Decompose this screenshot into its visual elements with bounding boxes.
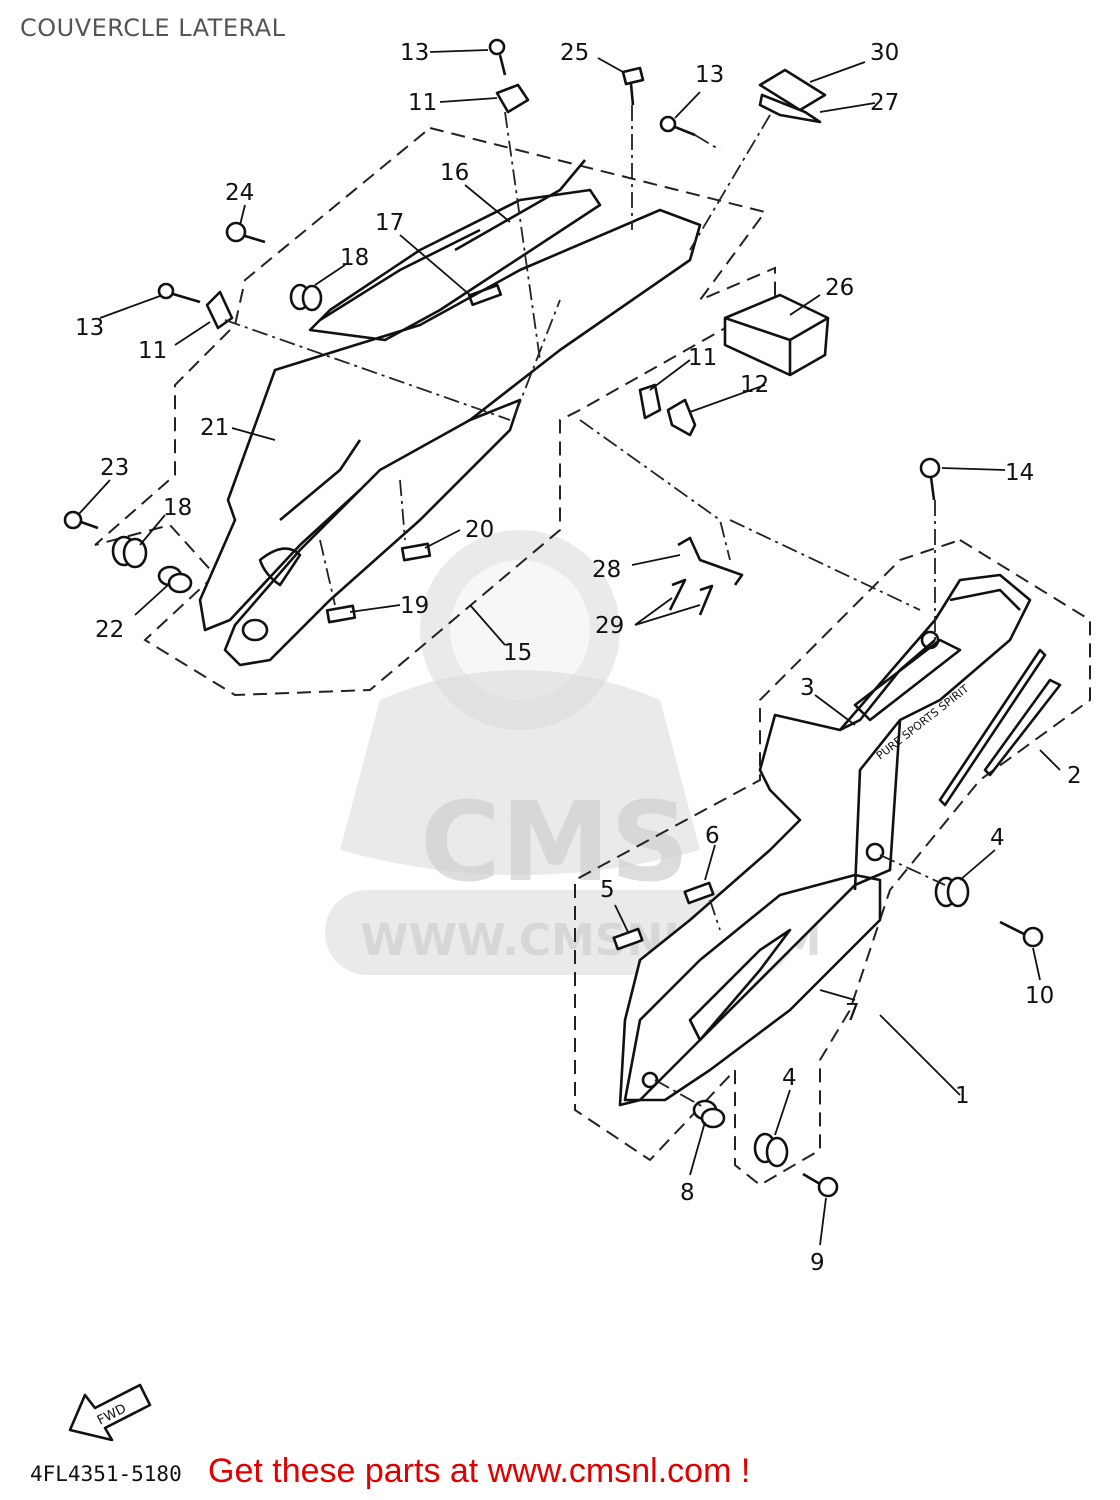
grommet-4a [934,876,970,908]
callout-19: 19 [400,593,429,619]
screw-13c [157,282,201,304]
callout-22: 22 [95,617,124,643]
callout-13b: 13 [695,62,724,88]
callout-27: 27 [870,90,899,116]
callout-23: 23 [100,455,129,481]
callout-1: 1 [955,1083,970,1109]
sponge-block [723,293,830,377]
bolt-9 [802,1172,839,1198]
callout-13c: 13 [75,315,104,341]
callout-8: 8 [680,1180,695,1206]
callout-5: 5 [600,877,615,903]
diagram-title: COUVERCLE LATERAL [20,14,286,42]
speed-nut-11b [205,290,234,330]
leader-lines [77,49,1061,1246]
damper-19 [325,604,357,624]
bolt-23 [63,510,99,530]
callout-14: 14 [1005,460,1034,486]
screw-13a [488,38,507,76]
bracket-28 [677,536,744,586]
upper-side-cover [198,159,702,667]
callout-24: 24 [225,180,254,206]
collar-22 [157,565,193,594]
callout-15: 15 [503,640,532,666]
callout-26: 26 [825,275,854,301]
speed-nut-11a [495,83,530,114]
fwd-arrow: FWD [68,1383,152,1442]
alignment-lines [224,105,946,1109]
damper-5 [612,927,644,951]
callout-30: 30 [870,40,899,66]
callout-11a: 11 [408,90,437,116]
callout-25: 25 [560,40,589,66]
callout-21: 21 [200,415,229,441]
grommet-18b [111,535,148,569]
speed-nut-11c [638,383,662,420]
callout-6: 6 [705,823,720,849]
bolt-10 [999,920,1044,948]
callout-28: 28 [592,557,621,583]
callout-12: 12 [740,372,769,398]
damper-6 [683,881,715,905]
callout-20: 20 [465,517,494,543]
promo-link[interactable]: Get these parts at www.cmsnl.com ! [208,1452,751,1490]
bolt-24 [225,221,266,244]
callout-13a: 13 [400,40,429,66]
screw-29 [668,578,714,616]
callout-16: 16 [440,160,469,186]
damper-20 [400,542,432,562]
callout-4b: 4 [782,1065,797,1091]
callout-3: 3 [800,675,815,701]
callout-4a: 4 [990,825,1005,851]
lower-assembly-boundary [574,538,1091,1187]
callout-10: 10 [1025,983,1054,1009]
callout-11b: 11 [138,338,167,364]
watermark: CMS WWW.CMSNL.COM [325,530,822,975]
grommet-18a [289,283,323,312]
decal-strip [938,648,1062,807]
watermark-logo: CMS [420,778,689,906]
screw-13b [659,115,696,137]
callout-labels: 13 25 13 30 27 11 16 24 17 18 26 13 11 1… [75,40,1082,1276]
callout-9: 9 [810,1250,825,1276]
callout-18a: 18 [340,245,369,271]
rear-tail-plate [758,68,827,124]
callout-11c: 11 [688,345,717,371]
bolt-25 [621,66,645,106]
callout-17: 17 [375,210,404,236]
callout-18b: 18 [163,495,192,521]
bracket-12 [666,398,697,437]
callout-2: 2 [1067,763,1082,789]
cover-bracket [853,638,962,722]
callout-7: 7 [845,1000,860,1026]
grommet-4b [753,1132,789,1168]
part-number: 4FL4351-5180 [30,1462,182,1486]
upper-assembly-boundary [94,126,776,697]
bolt-14 [919,457,941,501]
callout-29: 29 [595,613,624,639]
